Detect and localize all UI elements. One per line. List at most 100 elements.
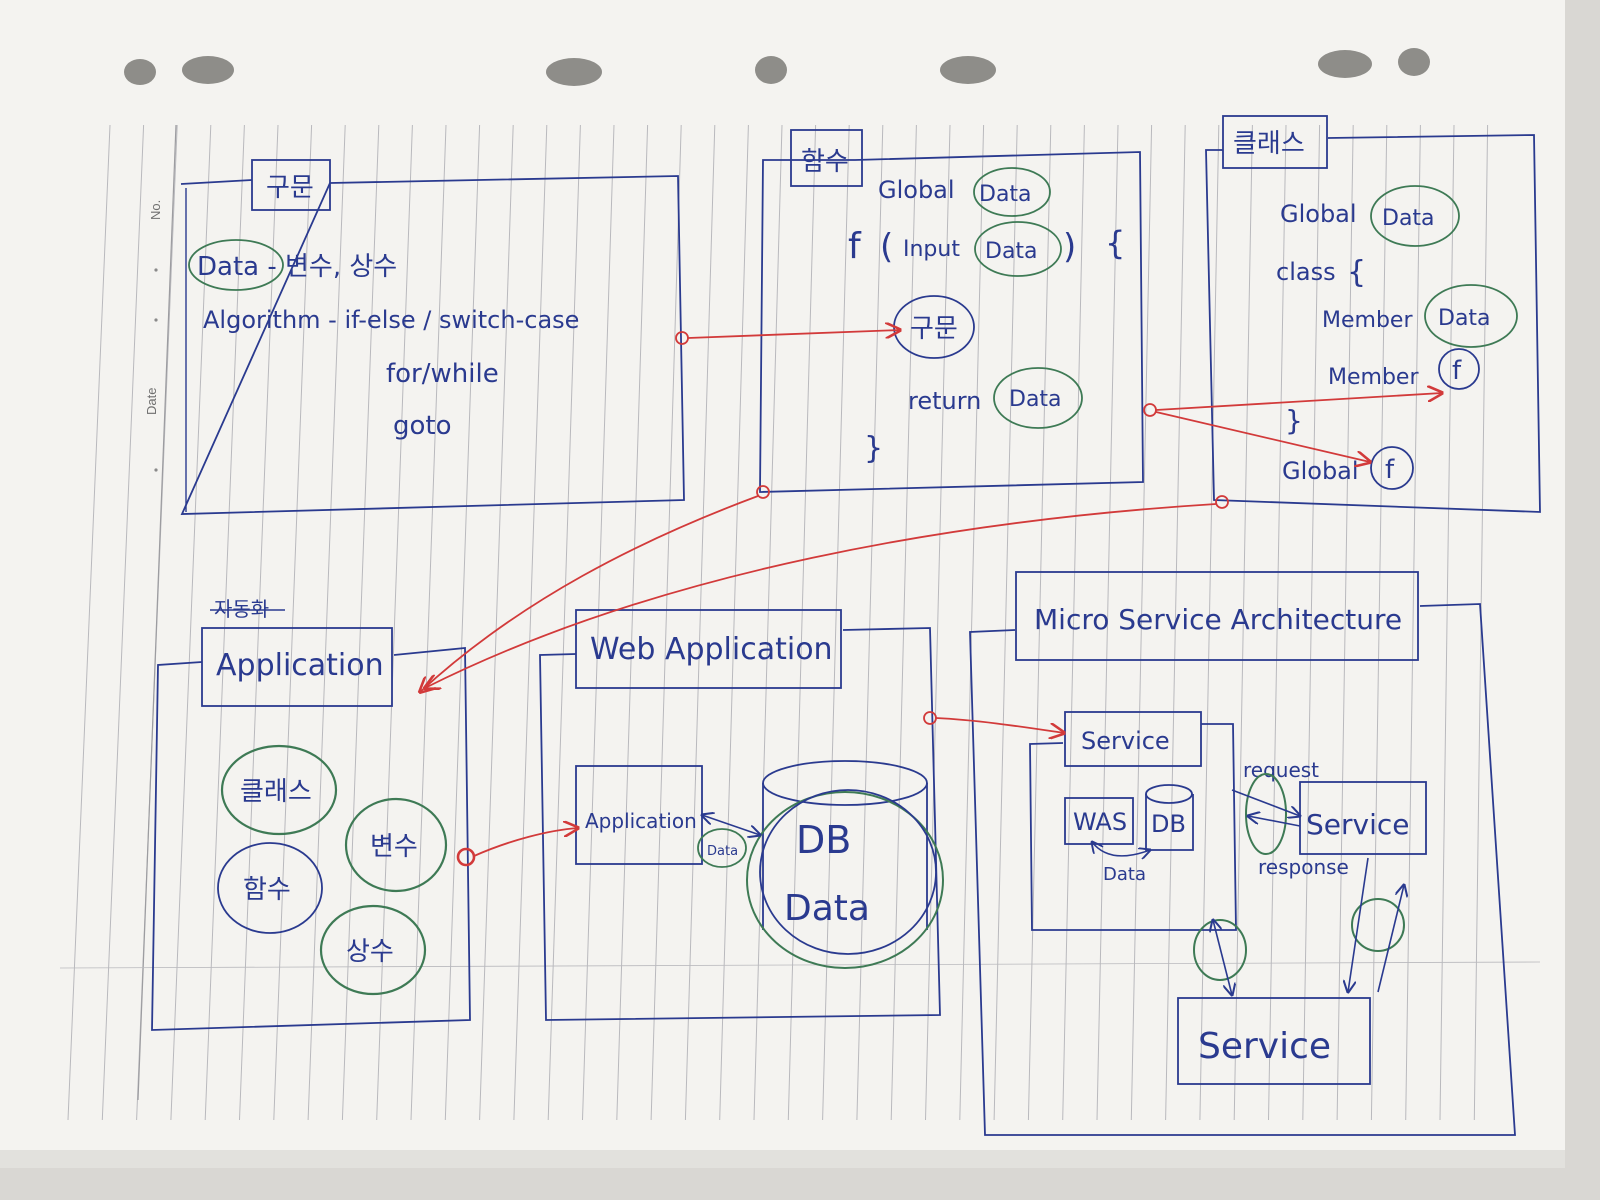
ruled-line <box>925 124 951 1121</box>
msa-title: Micro Service Architecture <box>1034 603 1402 636</box>
application-struck-label: 자동화 <box>214 597 269 621</box>
ruled-line <box>1405 124 1421 1121</box>
class-global-data-circle <box>1370 185 1460 247</box>
db-cylinder <box>762 760 928 930</box>
class-global-f: f <box>1385 455 1395 485</box>
request-arrow <box>1231 789 1300 816</box>
class-global-2: Global <box>1282 457 1359 485</box>
statement-line-2: Algorithm - if-else / switch-case <box>203 306 579 334</box>
class-box-frame <box>1205 134 1541 513</box>
web-application-title: Web Application <box>590 632 833 667</box>
margin-dots <box>154 268 158 472</box>
request-label: request <box>1243 758 1319 782</box>
function-close-brace: } <box>864 431 883 466</box>
class-member-f-circle <box>1438 348 1480 390</box>
app-db-arrow <box>702 815 760 835</box>
app-variable: 변수 <box>370 832 418 862</box>
function-global-data-circle <box>973 167 1051 217</box>
margin-line <box>137 124 177 1101</box>
horizontal-rule <box>59 961 1541 969</box>
ruled-line <box>170 124 212 1121</box>
service-bottom: Service <box>1198 1026 1331 1067</box>
web-to-msa-arrow <box>935 717 1064 733</box>
app-variable-circle <box>344 797 448 893</box>
ruled-line <box>616 124 649 1121</box>
service-right-arrow-up <box>1377 885 1404 993</box>
db-line-1: DB <box>796 818 851 862</box>
statement-title: 구문 <box>266 173 314 203</box>
ruled-line <box>753 124 783 1121</box>
service-container-frame <box>1029 723 1237 931</box>
was-label: WAS <box>1073 808 1127 836</box>
ruled-line <box>1199 124 1220 1121</box>
service-bottom-arrow <box>1213 920 1232 995</box>
ruled-line <box>341 124 380 1121</box>
function-body: 구문 <box>910 314 958 344</box>
db-line-2: Data <box>784 888 870 929</box>
class-global: Global <box>1280 200 1357 228</box>
class-global-f-circle <box>1370 446 1414 490</box>
db-small-label: DB <box>1151 810 1186 838</box>
paper-bottom-edge <box>0 1150 1565 1168</box>
ruled-line <box>959 124 985 1121</box>
connector-dot <box>756 485 770 499</box>
class-member-data: Data <box>1438 306 1491 331</box>
function-global: Global <box>878 176 955 204</box>
class-member-1: Member <box>1322 308 1413 333</box>
link-data: Data <box>707 844 738 859</box>
class-title: 클래스 <box>1233 129 1305 159</box>
ruled-line <box>1165 124 1186 1121</box>
function-return-data: Data <box>1009 387 1062 412</box>
binder-hole <box>940 56 996 84</box>
application-box <box>151 627 471 1031</box>
class-member-data-circle <box>1424 284 1518 348</box>
class-title-frame <box>1222 115 1328 169</box>
function-box-frame <box>759 151 1144 493</box>
ruled-line <box>1302 124 1321 1121</box>
red-connectors <box>420 330 1442 867</box>
service-bottom-frame <box>1177 997 1371 1085</box>
class-close-brace: } <box>1285 404 1303 437</box>
app-constant-circle <box>319 904 427 996</box>
db-data-circle-green <box>746 791 944 969</box>
function-close-paren: ) <box>1063 227 1076 267</box>
ruled-line <box>1130 124 1153 1121</box>
was-db-data: Data <box>1103 864 1146 885</box>
ruled-line <box>993 124 1018 1121</box>
binder-holes <box>124 48 1430 86</box>
ruled-line <box>101 124 145 1121</box>
statement-box-frame <box>180 175 685 515</box>
statement-line-4: goto <box>393 411 452 441</box>
statement-line-3: for/while <box>386 359 499 389</box>
ruled-line <box>684 124 716 1121</box>
ruled-line <box>1062 124 1085 1121</box>
class-member-2: Member <box>1328 365 1419 390</box>
ruled-line <box>1370 124 1388 1121</box>
app-class: 클래스 <box>240 777 312 807</box>
db-small-frame <box>1145 794 1194 851</box>
inner-application: Application <box>585 809 697 833</box>
class-keyword: class <box>1276 258 1336 286</box>
response-label: response <box>1258 855 1349 879</box>
app-function: 함수 <box>243 875 291 905</box>
class-global-data: Data <box>1382 206 1435 231</box>
function-box <box>759 129 1144 493</box>
app-function-circle <box>217 842 323 934</box>
service-right: Service <box>1306 808 1409 841</box>
ruled-line <box>856 124 884 1121</box>
ruled-line <box>582 124 615 1121</box>
binder-hole <box>1318 50 1372 78</box>
ruled-line <box>239 124 279 1121</box>
paper-sheet <box>0 0 1565 1168</box>
db-data-circle-blue <box>759 789 937 955</box>
date-label: Date <box>144 388 159 415</box>
binder-hole <box>546 58 602 86</box>
binder-hole <box>755 56 787 84</box>
statement-box <box>180 159 685 515</box>
msa-box-frame <box>969 603 1516 1136</box>
function-input: Input <box>903 237 960 262</box>
ruled-line <box>1096 124 1119 1121</box>
function-open-paren: ( <box>880 227 893 267</box>
